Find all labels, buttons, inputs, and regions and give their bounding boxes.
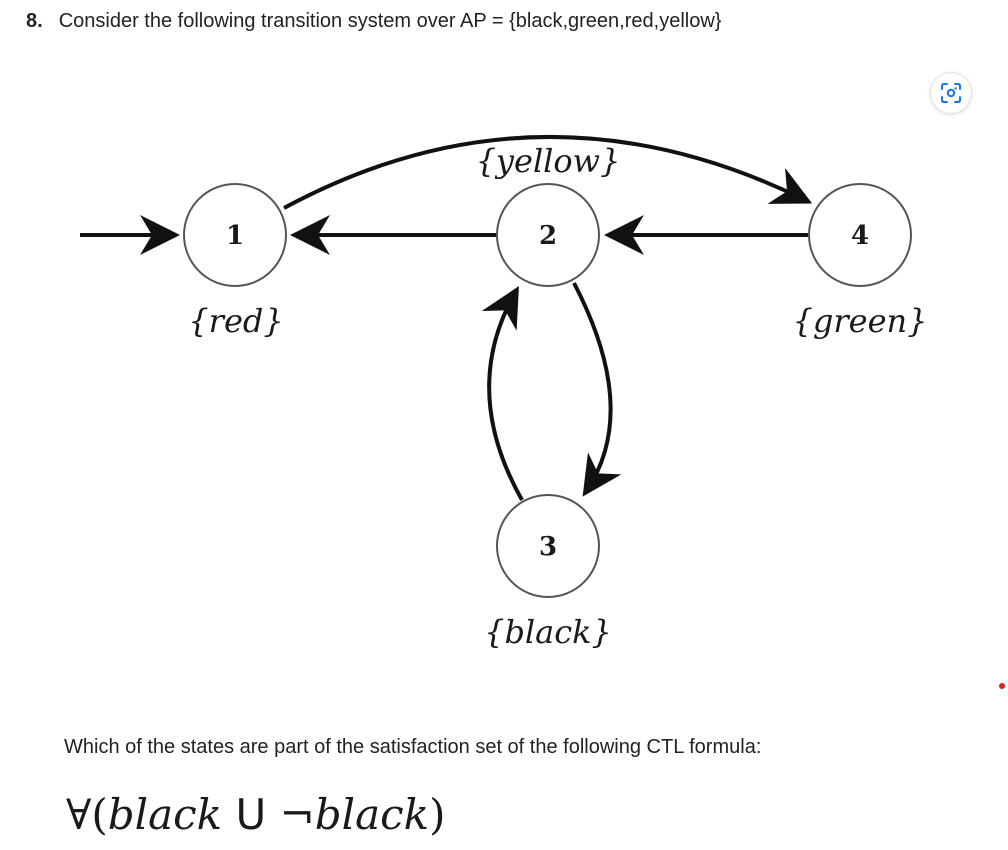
formula-close-paren: ) xyxy=(429,790,446,839)
transition-system-diagram: 1 2 3 4 {red} {yellow} {black} {green} xyxy=(80,135,928,651)
state-3: 3 xyxy=(496,494,600,598)
formula-negation: ¬ xyxy=(279,790,315,839)
state-4: 4 xyxy=(808,183,912,287)
edge-1-to-4 xyxy=(283,135,813,210)
formula-left-operand: black xyxy=(107,790,223,839)
state-1: 1 xyxy=(183,183,287,287)
visual-search-button[interactable] xyxy=(930,72,972,114)
state-3-label: {black} xyxy=(484,613,612,651)
formula-quantifier: ∀ xyxy=(66,790,92,839)
state-2: 2 xyxy=(496,183,600,287)
state-1-label: {red} xyxy=(188,302,283,340)
state-2-label: {yellow} xyxy=(476,142,621,180)
question-number: 8. xyxy=(26,9,43,32)
state-3-number: 3 xyxy=(539,532,557,562)
visual-search-icon xyxy=(941,83,961,103)
formula-open-paren: ( xyxy=(91,790,108,839)
question-text: Consider the following transition system… xyxy=(58,9,722,32)
question-header: 8. Consider the following transition sys… xyxy=(26,6,721,36)
red-dot-marker xyxy=(999,683,1005,689)
state-4-number: 4 xyxy=(851,221,869,251)
edge-3-to-2 xyxy=(481,286,524,501)
state-2-number: 2 xyxy=(539,221,557,251)
question-prompt: Which of the states are part of the sati… xyxy=(64,736,762,758)
edge-2-to-3 xyxy=(572,282,622,497)
ctl-formula: ∀(black U ¬black) xyxy=(66,790,446,839)
formula-until-operator: U xyxy=(235,790,267,839)
state-4-label: {green} xyxy=(793,302,928,340)
state-1-number: 1 xyxy=(226,221,244,251)
formula-right-operand: black xyxy=(314,790,430,839)
